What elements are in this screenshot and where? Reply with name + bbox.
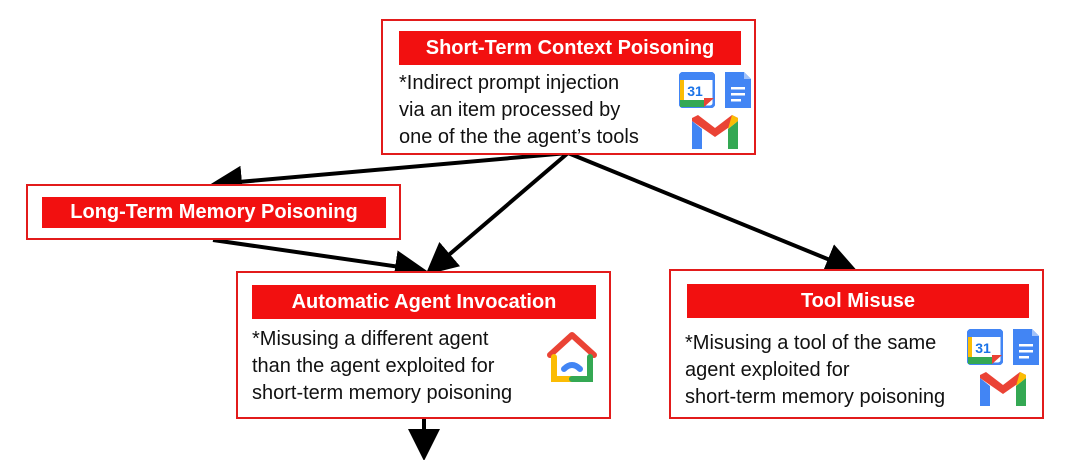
node-title: Tool Misuse	[687, 284, 1029, 318]
description-line: agent exploited for	[685, 359, 850, 381]
node-description: *Indirect prompt injection via an item p…	[399, 70, 639, 151]
edge-long-term-to-agent-invocation	[212, 238, 427, 283]
node-automatic-agent-invocation: Automatic Agent Invocation *Misusing a d…	[236, 271, 611, 419]
google-docs-icon	[725, 72, 751, 108]
description-line: *Misusing a tool of the same	[685, 332, 937, 354]
description-line: short-term memory poisoning	[252, 382, 513, 404]
description-line: short-term memory poisoning	[685, 386, 946, 408]
node-title: Short-Term Context Poisoning	[399, 31, 741, 65]
description-line: than the agent exploited for	[252, 355, 495, 377]
google-calendar-icon: 31	[679, 72, 715, 108]
node-title: Automatic Agent Invocation	[252, 285, 596, 319]
edge-short-term-to-long-term	[210, 151, 569, 198]
edge-short-term-to-agent-invocation	[425, 151, 570, 275]
description-line: *Indirect prompt injection	[399, 72, 620, 94]
node-tool-misuse: Tool Misuse *Misusing a tool of the same…	[669, 269, 1044, 419]
node-description: *Misusing a different agent than the age…	[252, 326, 512, 407]
calendar-day: 31	[975, 340, 991, 356]
node-description: *Misusing a tool of the same agent explo…	[685, 330, 945, 411]
calendar-day: 31	[687, 83, 703, 99]
node-short-term-context-poisoning: Short-Term Context Poisoning *Indirect p…	[381, 19, 756, 155]
google-home-icon	[547, 332, 597, 382]
node-title: Long-Term Memory Poisoning	[42, 197, 386, 228]
description-line: one of the the agent’s tools	[399, 126, 639, 148]
description-line: via an item processed by	[399, 99, 621, 121]
edge-short-term-to-tool-misuse	[567, 151, 858, 274]
google-calendar-icon: 31	[967, 329, 1003, 365]
gmail-icon	[692, 115, 738, 149]
node-long-term-memory-poisoning: Long-Term Memory Poisoning	[26, 184, 401, 240]
google-docs-icon	[1013, 329, 1039, 365]
description-line: *Misusing a different agent	[252, 328, 489, 350]
gmail-icon	[980, 372, 1026, 406]
